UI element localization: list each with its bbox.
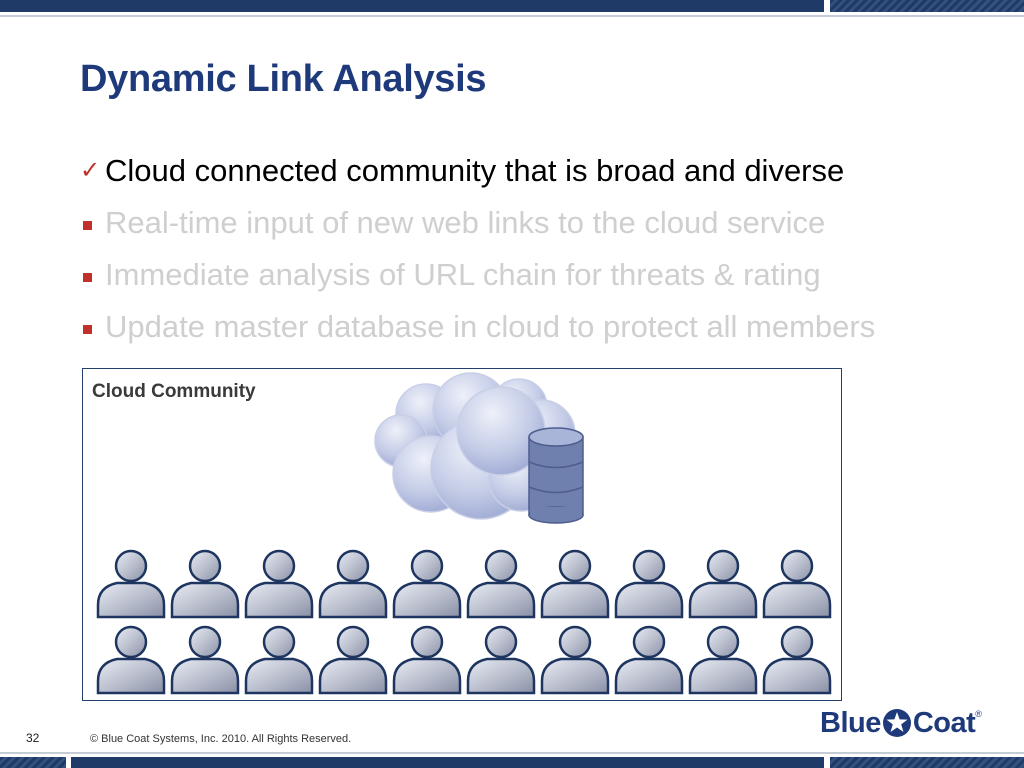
page-number: 32 — [26, 731, 40, 745]
bullet-text: Immediate analysis of URL chain for thre… — [105, 257, 821, 292]
logo-text-right: Coat — [912, 706, 976, 739]
person-icon — [243, 623, 315, 695]
person-icon — [613, 623, 685, 695]
top-rule — [0, 15, 1024, 17]
top-band-separator — [824, 0, 830, 12]
bottom-band-hatch-left — [0, 757, 66, 768]
blue-coat-logo: Blue Coat ® — [820, 705, 982, 741]
person-icon — [169, 547, 241, 619]
bullet-text: Update master database in cloud to prote… — [105, 309, 876, 344]
bullet-item: Update master database in cloud to prote… — [80, 307, 1000, 359]
bottom-band-separator-left — [66, 757, 71, 768]
person-icon — [539, 547, 611, 619]
person-icon — [169, 623, 241, 695]
person-icon — [95, 623, 167, 695]
cloud-community-diagram: Cloud Community — [82, 368, 842, 701]
person-icon — [539, 623, 611, 695]
bottom-band-separator-right — [824, 757, 830, 768]
bottom-rule — [0, 752, 1024, 754]
person-icon — [317, 623, 389, 695]
logo-registered-mark: ® — [975, 709, 982, 719]
person-icon — [465, 623, 537, 695]
bullet-item: ✓ Cloud connected community that is broa… — [80, 151, 1000, 203]
square-bullet-icon — [80, 261, 104, 282]
slide-title: Dynamic Link Analysis — [80, 58, 487, 100]
bullet-item: Immediate analysis of URL chain for thre… — [80, 255, 1000, 307]
cloud-icon — [374, 372, 584, 524]
person-icon — [391, 623, 463, 695]
bottom-decorative-band — [0, 757, 1024, 768]
square-bullet-icon — [80, 313, 104, 334]
square-bullet-icon — [80, 209, 104, 230]
people-grid — [95, 547, 835, 697]
diagram-label: Cloud Community — [92, 381, 256, 402]
bullet-text: Cloud connected community that is broad … — [105, 153, 845, 188]
bullet-list: ✓ Cloud connected community that is broa… — [80, 151, 1000, 359]
star-badge-icon — [882, 709, 911, 737]
copyright-text: © Blue Coat Systems, Inc. 2010. All Righ… — [90, 733, 352, 745]
person-icon — [243, 547, 315, 619]
logo-text-left: Blue — [820, 706, 881, 739]
person-icon — [465, 547, 537, 619]
person-icon — [761, 547, 833, 619]
person-icon — [95, 547, 167, 619]
top-decorative-band — [0, 0, 1024, 12]
person-icon — [317, 547, 389, 619]
database-icon — [528, 427, 584, 524]
person-icon — [391, 547, 463, 619]
top-band-hatch — [830, 0, 1024, 12]
person-icon — [687, 547, 759, 619]
bullet-item: Real-time input of new web links to the … — [80, 203, 1000, 255]
check-icon: ✓ — [80, 157, 101, 184]
bottom-band-hatch-right — [830, 757, 1024, 768]
person-icon — [761, 623, 833, 695]
person-icon — [613, 547, 685, 619]
person-icon — [687, 623, 759, 695]
bullet-text: Real-time input of new web links to the … — [105, 205, 826, 240]
